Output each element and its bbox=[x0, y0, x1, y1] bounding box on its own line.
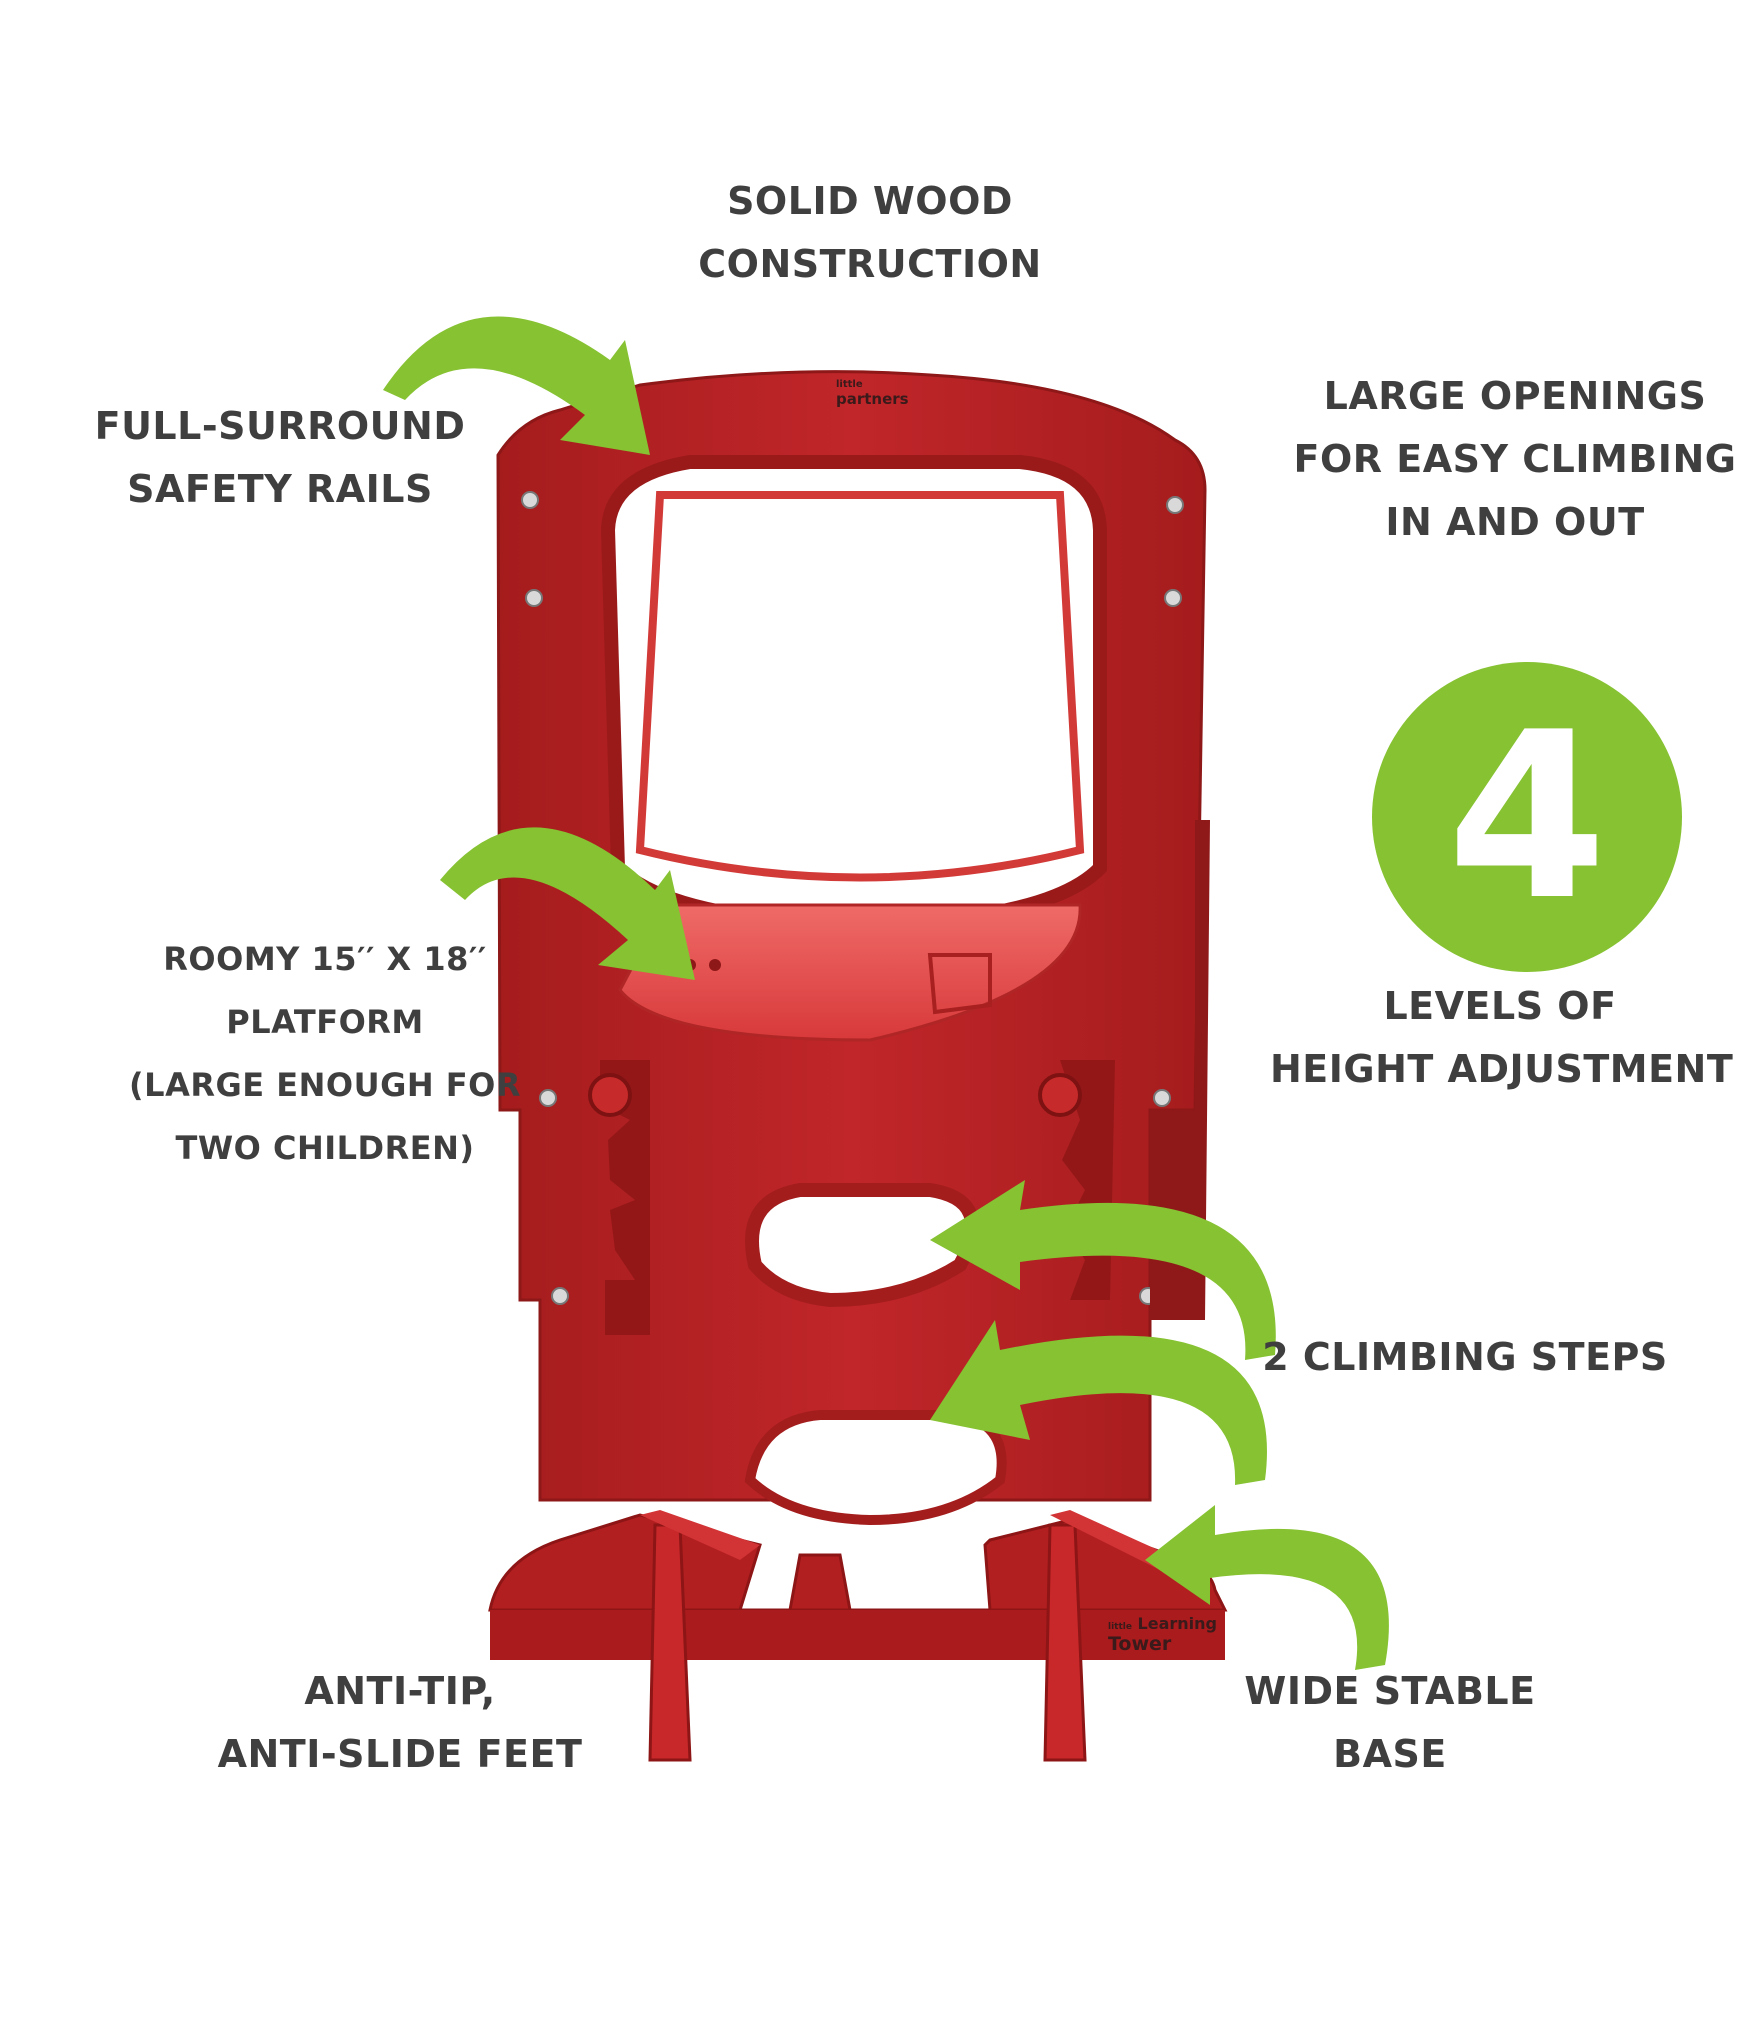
label-solid-wood: SOLID WOOD CONSTRUCTION bbox=[620, 170, 1120, 296]
height-levels-badge bbox=[1372, 662, 1682, 972]
logo-small-text: little bbox=[1108, 1622, 1132, 1632]
label-line: FULL-SURROUND bbox=[94, 404, 466, 448]
label-line: CONSTRUCTION bbox=[698, 242, 1042, 286]
tower-base bbox=[488, 1510, 1228, 1762]
label-line: FOR EASY CLIMBING bbox=[1293, 437, 1737, 481]
label-line: ANTI-SLIDE FEET bbox=[217, 1732, 583, 1776]
label-line: (LARGE ENOUGH FOR bbox=[129, 1066, 521, 1104]
label-wide-base: WIDE STABLE BASE bbox=[1210, 1660, 1570, 1786]
height-levels-number: 4 bbox=[1446, 683, 1608, 951]
label-line: ROOMY 15′′ X 18′′ bbox=[163, 940, 487, 978]
label-large-openings: LARGE OPENINGS FOR EASY CLIMBING IN AND … bbox=[1290, 365, 1740, 554]
logo-line-1: Learning bbox=[1137, 1614, 1217, 1633]
label-line: BASE bbox=[1333, 1732, 1447, 1776]
label-line: LEVELS OF bbox=[1383, 984, 1617, 1028]
arrow-upper-step-icon bbox=[930, 1180, 1276, 1360]
label-safety-rails: FULL-SURROUND SAFETY RAILS bbox=[80, 395, 480, 521]
label-line: WIDE STABLE bbox=[1244, 1669, 1536, 1713]
label-line: HEIGHT ADJUSTMENT bbox=[1270, 1047, 1734, 1091]
label-climbing-steps: 2 CLIMBING STEPS bbox=[1262, 1335, 1668, 1379]
logo-main-text: partners bbox=[836, 390, 909, 408]
label-line: PLATFORM bbox=[226, 1003, 424, 1041]
label-line: IN AND OUT bbox=[1385, 500, 1645, 544]
arrow-lower-step-icon bbox=[930, 1320, 1267, 1485]
logo-line-2: Tower bbox=[1108, 1633, 1172, 1655]
arrow-safety-rails-icon bbox=[383, 316, 650, 455]
label-anti-slide-feet: ANTI-TIP, ANTI-SLIDE FEET bbox=[200, 1660, 600, 1786]
little-partners-logo: little partners bbox=[836, 378, 909, 408]
tower-side-panel bbox=[1150, 820, 1210, 1320]
label-platform: ROOMY 15′′ X 18′′ PLATFORM (LARGE ENOUGH… bbox=[120, 928, 530, 1180]
arrow-platform-icon bbox=[440, 827, 695, 980]
label-height-levels: LEVELS OF HEIGHT ADJUSTMENT bbox=[1270, 975, 1734, 1101]
learning-tower-logo: little Learning Tower bbox=[1108, 1614, 1217, 1655]
arrow-wide-base-icon bbox=[1145, 1505, 1389, 1670]
label-line: TWO CHILDREN) bbox=[175, 1129, 475, 1167]
label-line: SAFETY RAILS bbox=[127, 467, 433, 511]
bolts bbox=[521, 491, 1184, 1305]
callout-arrows bbox=[383, 316, 1389, 1670]
label-line: LARGE OPENINGS bbox=[1323, 374, 1707, 418]
label-line: SOLID WOOD bbox=[727, 179, 1013, 223]
climbing-step-openings bbox=[744, 1183, 1007, 1526]
label-line: ANTI-TIP, bbox=[304, 1669, 496, 1713]
logo-small-text: little bbox=[836, 379, 863, 390]
